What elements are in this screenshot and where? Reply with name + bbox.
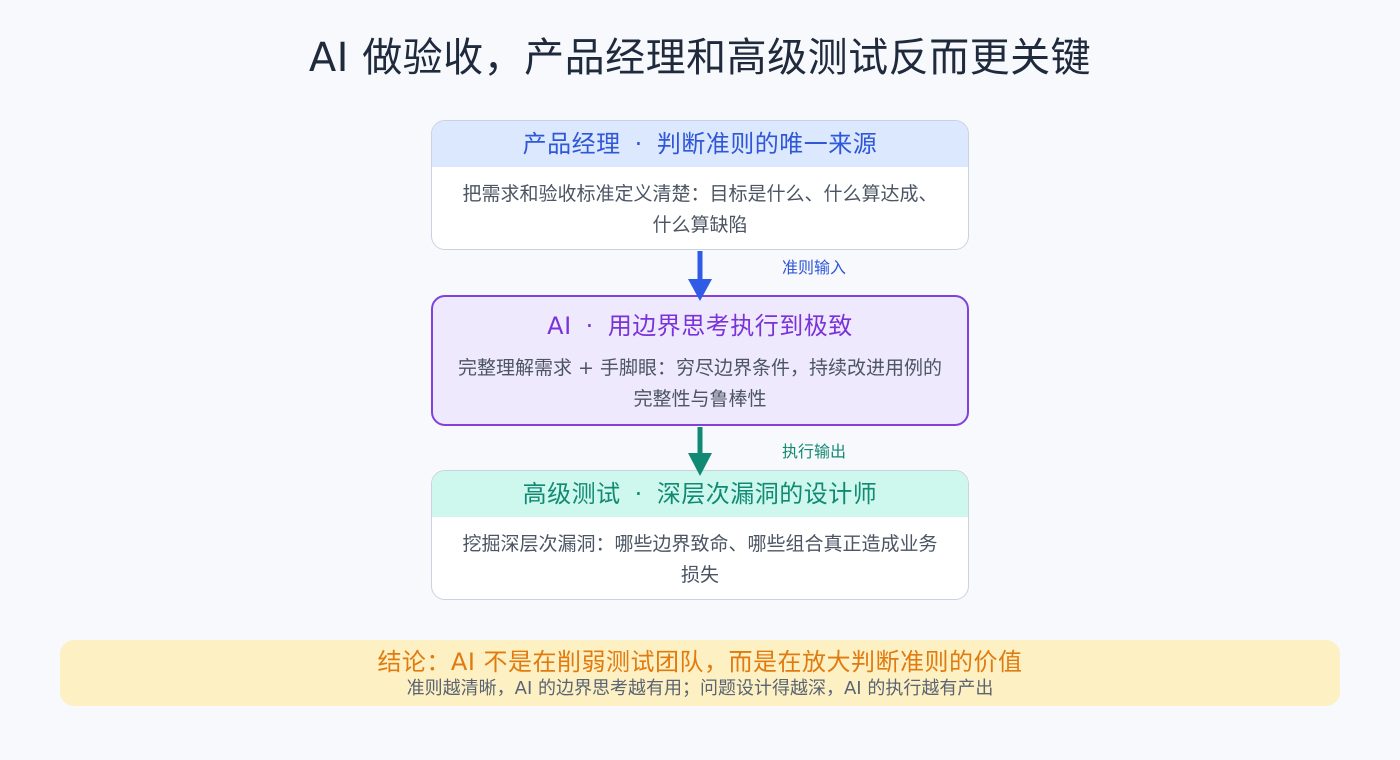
product-manager-card-header: 产品经理 · 判断准则的唯一来源 [432,121,968,167]
ai-card-header: AI · 用边界思考执行到极致 [433,297,967,353]
separator-dot: · [634,130,643,158]
arrow-ai-to-qa [688,427,712,476]
ai-tagline: 用边界思考执行到极致 [607,312,853,340]
arrow-pm-to-ai [688,251,712,301]
product-manager-role: 产品经理 [522,130,621,158]
page-title: AI 做验收，产品经理和高级测试反而更关键 [308,35,1092,81]
senior-tester-role: 高级测试 [522,480,621,508]
product-manager-tagline: 判断准则的唯一来源 [656,130,878,158]
ai-description: 完整理解需求 + 手脚眼：穷尽边界条件，持续改进用例的完整性与鲁棒性 [457,357,942,410]
arrow-label-execution-output: 执行输出 [782,442,847,461]
senior-tester-card-header: 高级测试 · 深层次漏洞的设计师 [432,471,968,517]
senior-tester-tagline: 深层次漏洞的设计师 [656,480,878,508]
conclusion-banner: 结论：AI 不是在削弱测试团队，而是在放大判断准则的价值 准则越清晰，AI 的边… [60,640,1340,706]
ai-role: AI [547,312,572,340]
senior-tester-description: 挖掘深层次漏洞：哪些边界致命、哪些组合真正造成业务损失 [462,533,938,586]
product-manager-card: 产品经理 · 判断准则的唯一来源 把需求和验收标准定义清楚：目标是什么、什么算达成、… [431,120,969,250]
conclusion-subtitle: 准则越清晰，AI 的边界思考越有用；问题设计得越深，AI 的执行越有产出 [406,678,994,699]
separator-dot: · [634,480,643,508]
arrow-label-criteria-input: 准则输入 [782,258,847,277]
senior-tester-card: 高级测试 · 深层次漏洞的设计师 挖掘深层次漏洞：哪些边界致命、哪些组合真正造成业务… [431,470,969,600]
product-manager-description: 把需求和验收标准定义清楚：目标是什么、什么算达成、什么算缺陷 [462,183,938,236]
ai-card: AI · 用边界思考执行到极致 完整理解需求 + 手脚眼：穷尽边界条件，持续改进用例… [431,295,969,426]
conclusion-title: 结论：AI 不是在削弱测试团队，而是在放大判断准则的价值 [377,648,1023,676]
separator-dot: · [585,312,594,340]
